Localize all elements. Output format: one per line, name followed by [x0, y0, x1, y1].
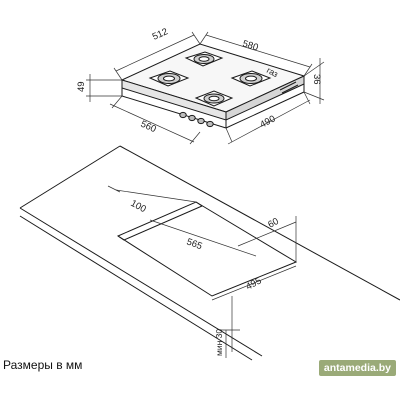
site-watermark: antamedia.by [318, 360, 396, 376]
knob-4 [206, 120, 214, 128]
gas-connection [279, 81, 299, 94]
dim-565: 565 [185, 236, 204, 252]
knob-2 [188, 114, 196, 122]
gas-label: газ [265, 65, 280, 79]
dim-49: 49 [76, 81, 87, 92]
burner-left [148, 70, 190, 87]
dim-line-495 [211, 265, 297, 301]
countertop-cutout [116, 201, 298, 297]
burner-right [230, 70, 272, 87]
knob-1 [179, 111, 187, 119]
dim-line-512 [115, 34, 195, 72]
countertop-dimensions [107, 185, 297, 358]
dim-line-565 [149, 219, 257, 257]
dim-560: 560 [139, 119, 158, 135]
units-caption: Размеры в мм [3, 358, 83, 372]
dim-line-100 [115, 189, 197, 203]
countertop-front-edge-bottom [19, 215, 253, 361]
control-knobs [179, 111, 214, 128]
dim-line-60 [237, 221, 297, 247]
dim-min-30: мин 30 [214, 329, 224, 356]
countertop-drawing [19, 145, 400, 361]
dim-36: 36 [311, 74, 322, 85]
burner-back [184, 51, 224, 67]
cutout-inner-depth [117, 201, 204, 241]
hob-drawing [120, 43, 306, 129]
dim-512: 512 [151, 26, 170, 42]
dim-line-490 [227, 99, 311, 145]
dim-100: 100 [129, 198, 148, 215]
countertop-front-edge-top [19, 207, 263, 357]
dim-line-580 [205, 34, 311, 68]
hob-dimensions [86, 31, 325, 145]
burner-front [194, 90, 234, 107]
knob-3 [197, 117, 205, 125]
dim-60: 60 [266, 216, 281, 231]
dim-580: 580 [241, 38, 259, 53]
countertop-back-edge [119, 145, 400, 301]
dim-line-560 [109, 103, 195, 143]
dim-490: 490 [258, 113, 277, 130]
